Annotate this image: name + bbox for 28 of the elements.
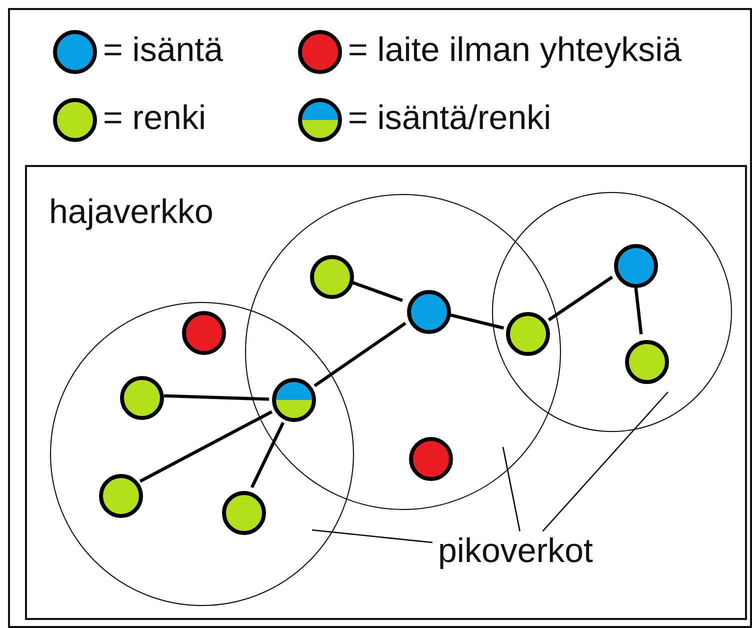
- legend-label: = laite ilman yhteyksiä: [348, 33, 682, 67]
- device-dot: [614, 244, 658, 288]
- leader-line: [312, 529, 433, 544]
- legend-label: = renki: [103, 101, 206, 135]
- device-dot: [506, 312, 550, 356]
- connection-line: [548, 276, 614, 322]
- connection-line: [634, 288, 643, 334]
- device-dot: [407, 290, 451, 334]
- area-label: hajaverkko: [49, 195, 214, 229]
- connection-line: [314, 322, 406, 388]
- legend-label: = isäntä/renki: [348, 101, 552, 135]
- connection-line: [250, 422, 285, 488]
- device-dot: [120, 376, 164, 420]
- device-dot: [272, 378, 316, 422]
- connection-line: [352, 280, 404, 302]
- connection-line: [139, 410, 273, 483]
- leader-line: [502, 446, 520, 532]
- device-dot: [625, 340, 669, 384]
- legend-label: = isäntä: [103, 33, 224, 67]
- device-dot: [99, 474, 143, 518]
- device-dot: [409, 437, 453, 481]
- leader-line: [542, 392, 668, 532]
- connection-line: [450, 313, 504, 330]
- device-dot: [310, 255, 354, 299]
- device-dot: [182, 311, 226, 355]
- connection-line: [164, 394, 270, 401]
- callout-label: pikoverkot: [438, 534, 593, 568]
- device-dot: [222, 491, 266, 535]
